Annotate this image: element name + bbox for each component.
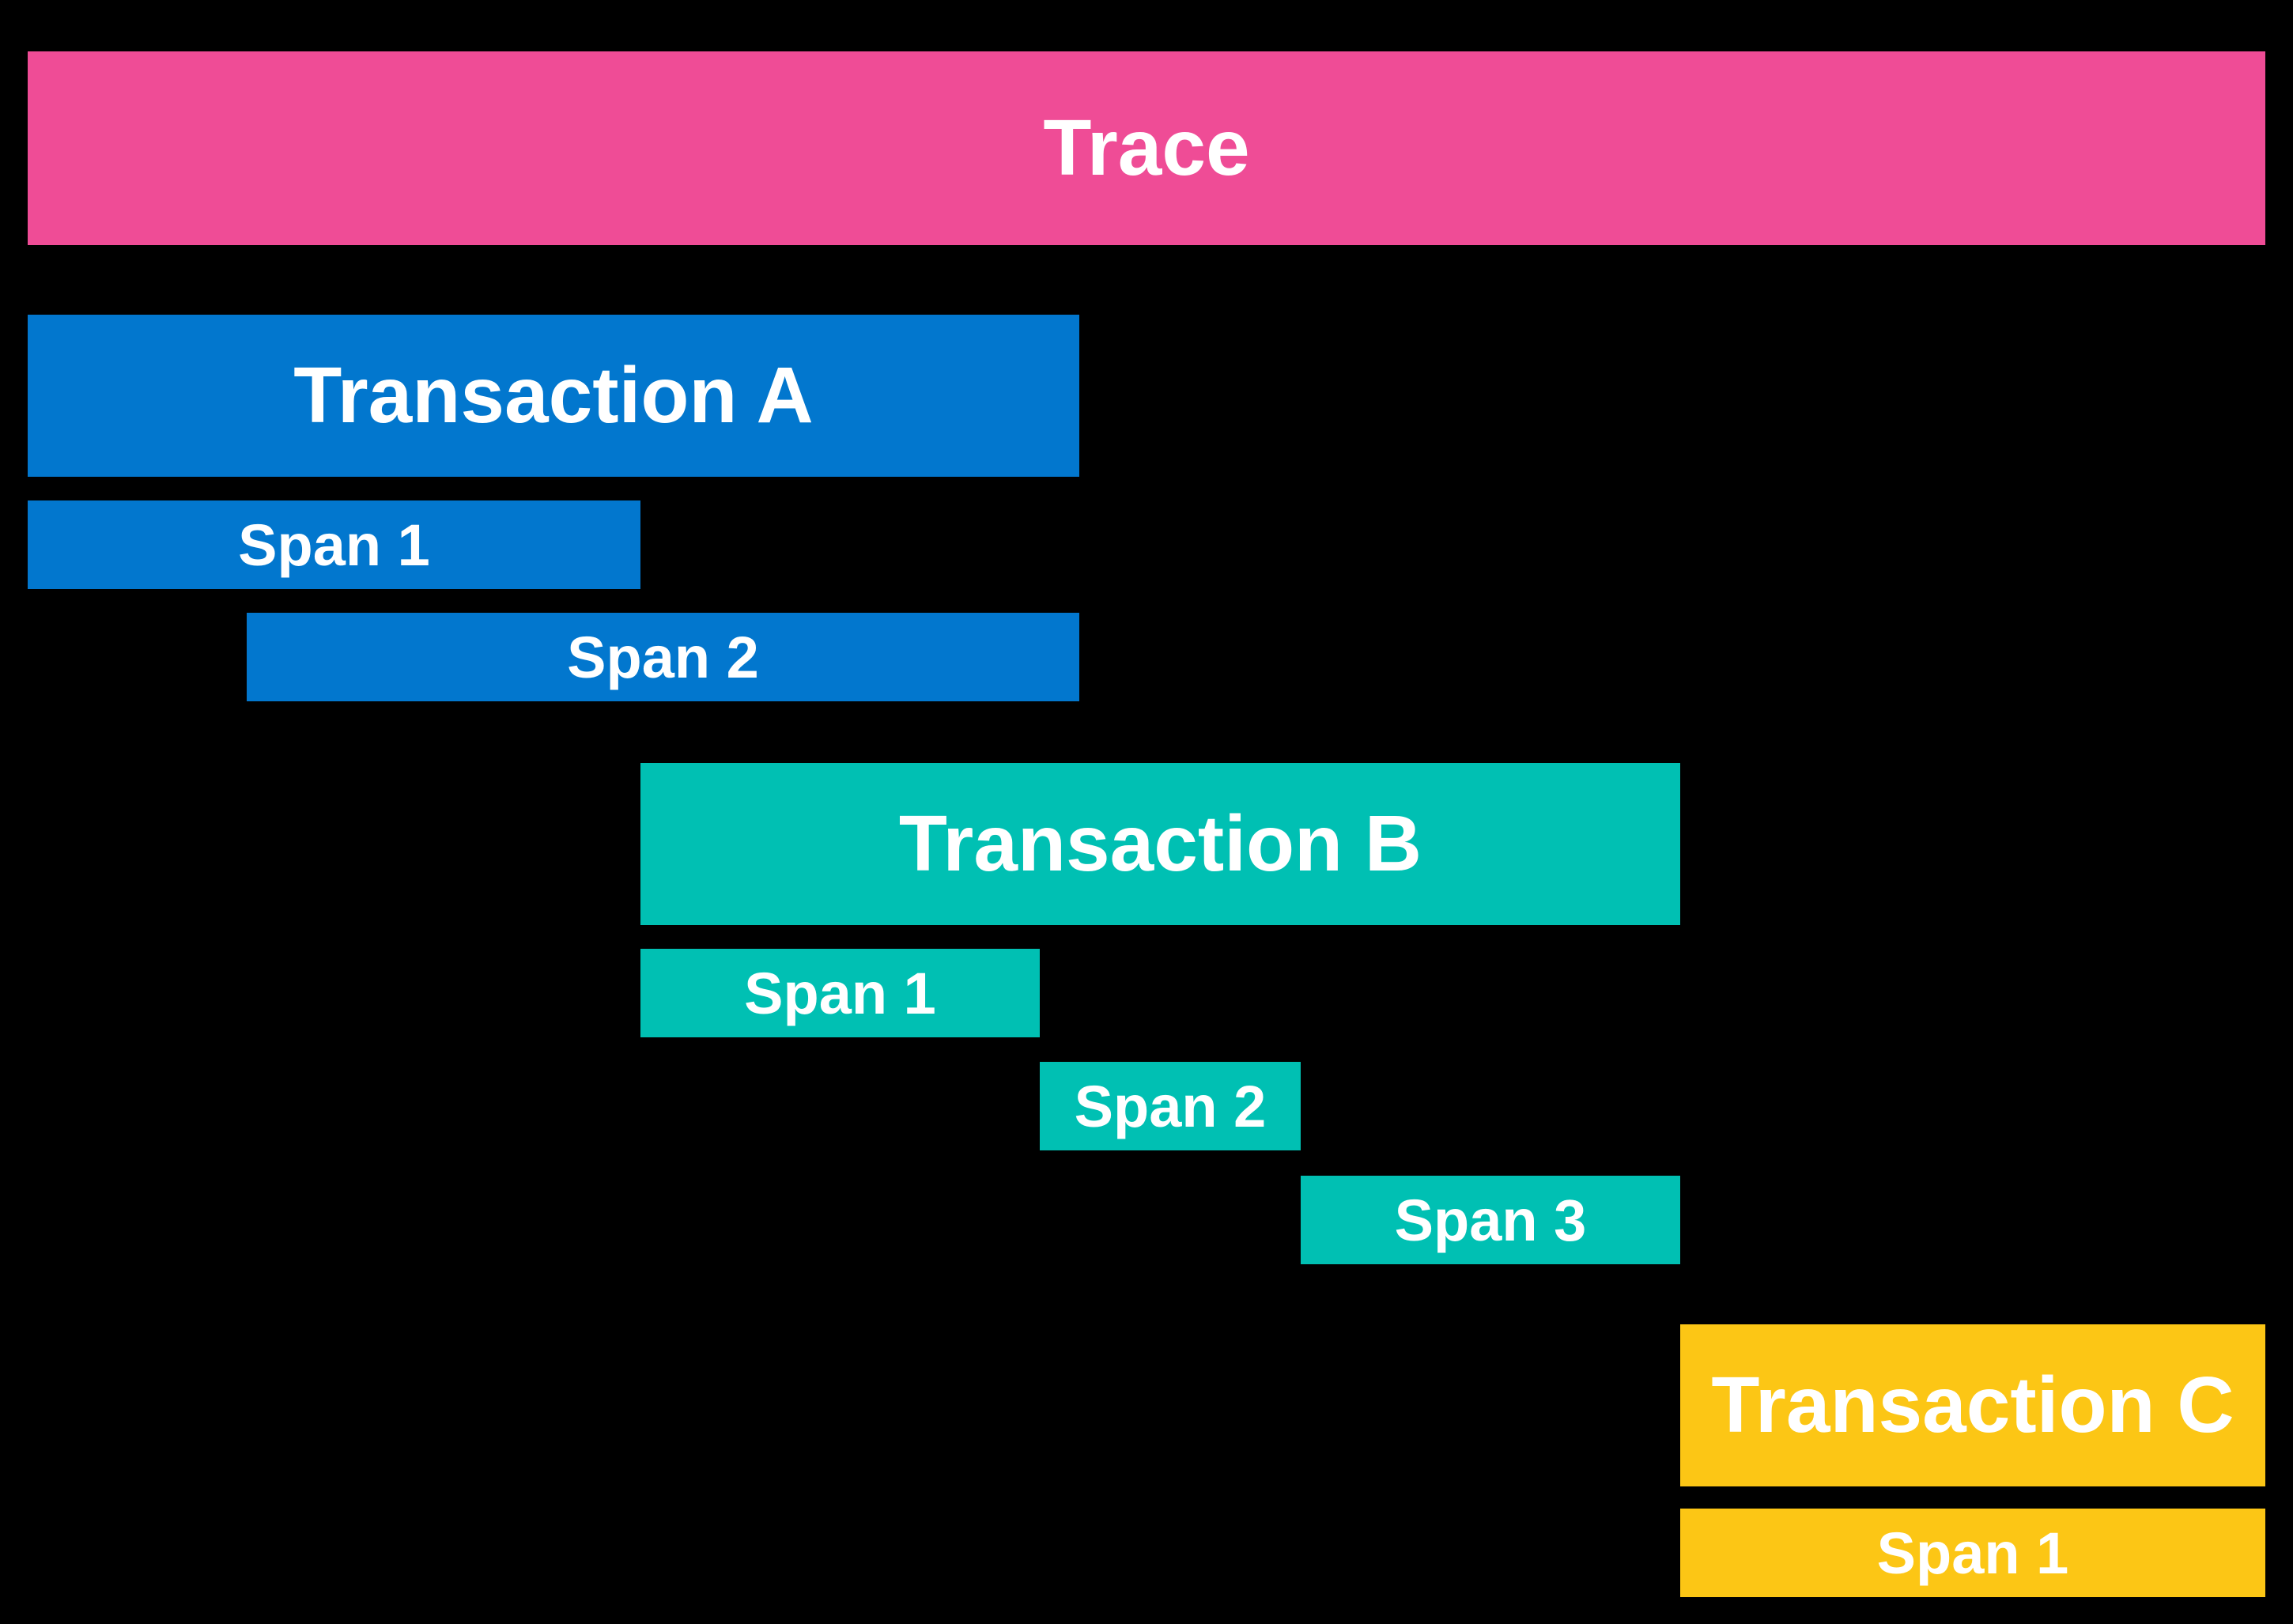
transaction-b-span-3-label: Span 3 [1394, 1187, 1587, 1253]
transaction-b-span-2-label: Span 2 [1074, 1073, 1267, 1139]
transaction-a-span-1-bar: Span 1 [28, 500, 640, 589]
transaction-a-bar: Transaction A [28, 315, 1079, 477]
transaction-a-span-2-bar: Span 2 [247, 613, 1079, 701]
transaction-b-span-1-bar: Span 1 [640, 949, 1040, 1037]
transaction-c-bar: Transaction C [1680, 1324, 2265, 1486]
transaction-b-label: Transaction B [898, 799, 1422, 888]
transaction-a-span-1-label: Span 1 [238, 512, 430, 578]
trace-label: Trace [1043, 104, 1250, 192]
transaction-a-span-2-label: Span 2 [567, 624, 759, 690]
transaction-c-label: Transaction C [1711, 1361, 2234, 1449]
transaction-a-label: Transaction A [293, 351, 814, 440]
transaction-b-span-1-label: Span 1 [744, 960, 936, 1026]
transaction-c-span-1-label: Span 1 [1876, 1520, 2069, 1586]
trace-bar: Trace [28, 51, 2265, 245]
transaction-b-span-2-bar: Span 2 [1040, 1062, 1301, 1150]
transaction-c-span-1-bar: Span 1 [1680, 1509, 2265, 1597]
transaction-b-span-3-bar: Span 3 [1301, 1176, 1680, 1264]
transaction-b-bar: Transaction B [640, 763, 1680, 925]
